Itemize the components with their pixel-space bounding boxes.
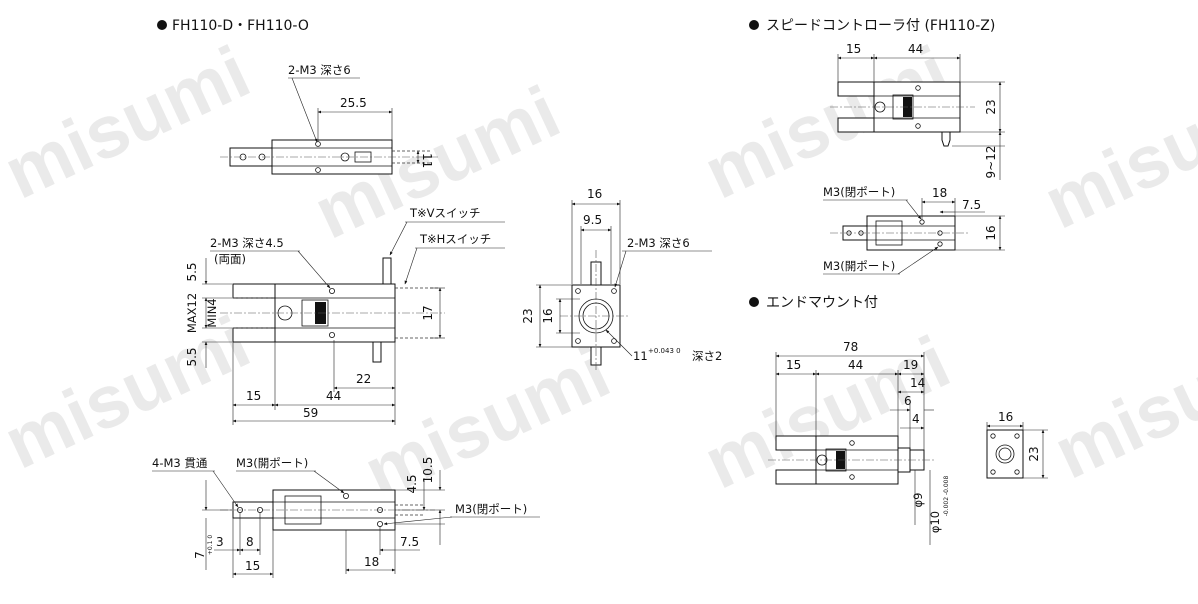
- end-view-section: 16 9.5 23 16 2-M3 深さ6 11 +0.043 0 深さ2: [521, 187, 722, 372]
- label-bore-tol: +0.043 0: [648, 347, 681, 355]
- watermark-text: misumi: [0, 30, 262, 215]
- dim-18: 18: [364, 555, 379, 569]
- endmount-section: エンドマウント付 78 15 44 19 14 6 4: [749, 295, 1048, 545]
- endmount-end-view: [986, 429, 1024, 479]
- dim-11: 11: [420, 153, 434, 168]
- dim-15: 15: [246, 389, 261, 403]
- lower-jaw: [232, 327, 276, 343]
- watermark-text: misumi: [0, 300, 262, 485]
- dim-44: 44: [326, 389, 341, 403]
- label-tap-side: 2-M3 深さ4.5: [210, 236, 284, 250]
- dim-speed-15: 15: [846, 42, 861, 56]
- dim-59: 59: [303, 406, 318, 420]
- bullet-icon: [157, 20, 167, 30]
- label-bore-depth: 深さ2: [692, 349, 722, 363]
- dim-em-14: 14: [910, 376, 925, 390]
- speed-controller-section: スピードコントローラ付 (FH110-Z) 15 44 23 9~12: [749, 18, 1005, 275]
- label-port-open-1: M3(開ポート): [236, 456, 308, 470]
- dim-5-5-bottom: 5.5: [185, 347, 199, 366]
- dim-17: 17: [421, 305, 435, 320]
- label-phi10: φ10: [928, 511, 942, 533]
- front-view: T※Vスイッチ T※Hスイッチ 2-M3 深さ4.5 (両面) 5.5 5.5 …: [185, 206, 505, 425]
- dim-5-5-top: 5.5: [185, 262, 199, 281]
- label-speed-port-open: M3(開ポート): [823, 259, 895, 273]
- label-switch-v: T※Vスイッチ: [409, 206, 481, 220]
- dim-speed-18: 18: [932, 186, 947, 200]
- label-switch-h: T※Hスイッチ: [419, 232, 491, 246]
- dim-25-5: 25.5: [340, 96, 367, 110]
- dim-15-bottom: 15: [245, 559, 260, 573]
- watermark-text: misumi: [352, 330, 622, 515]
- watermark-text: misumi: [1032, 60, 1198, 245]
- label-7-tol: +0.1 0: [207, 535, 214, 555]
- bullet-icon: [749, 20, 759, 30]
- label-min4: MIN4: [205, 298, 219, 327]
- main-section: FH110-D・FH110-O 25.5 11 2-M3 深さ: [157, 18, 505, 425]
- dim-end-23: 23: [521, 308, 535, 323]
- upper-jaw: [232, 283, 276, 299]
- dim-em-4: 4: [912, 412, 920, 426]
- label-both-sides: (両面): [214, 252, 246, 266]
- dim-em-6: 6: [904, 394, 912, 408]
- dim-speed-44: 44: [908, 42, 923, 56]
- label-through: 4-M3 貫通: [152, 456, 208, 470]
- dim-speed-23: 23: [984, 99, 998, 114]
- dim-7: 7: [193, 551, 207, 559]
- label-port-closed-1: M3(閉ポート): [455, 502, 527, 516]
- section-title-main: FH110-D・FH110-O: [172, 18, 309, 34]
- section-title-speed: スピードコントローラ付 (FH110-Z): [766, 18, 995, 34]
- dim-end-9-5: 9.5: [583, 213, 602, 227]
- dim-speed-7-5: 7.5: [962, 198, 981, 212]
- dim-10-5: 10.5: [421, 457, 435, 484]
- dim-em-19: 19: [903, 358, 918, 372]
- label-phi9: φ9: [911, 493, 925, 508]
- dim-em-44: 44: [848, 358, 863, 372]
- dim-end-16w: 16: [587, 187, 602, 201]
- dim-22: 22: [356, 372, 371, 386]
- label-tap-top: 2-M3 深さ6: [288, 63, 351, 77]
- dim-speed-16: 16: [984, 225, 998, 240]
- bullet-icon: [749, 297, 759, 307]
- label-bore: 11: [633, 349, 648, 363]
- label-speed-port-closed: M3(閉ポート): [823, 185, 895, 199]
- dim-em-78: 78: [843, 340, 858, 354]
- label-end-tap: 2-M3 深さ6: [627, 236, 690, 250]
- top-view: 25.5 11 2-M3 深さ6: [220, 63, 440, 175]
- dim-8: 8: [246, 535, 254, 549]
- dim-em-23: 23: [1027, 446, 1041, 461]
- bottom-view-section: 4-M3 貫通 M3(開ポート) M3(閉ポート) 10.5 4.5 7 +0.…: [152, 456, 540, 578]
- dim-4-5: 4.5: [405, 474, 419, 493]
- section-title-endmount: エンドマウント付: [766, 295, 878, 311]
- dim-7-5: 7.5: [400, 535, 419, 549]
- dim-end-16h: 16: [541, 308, 555, 323]
- label-phi10-tol: -0.002 -0.008: [943, 476, 950, 517]
- watermark-text: misumi: [1042, 310, 1198, 495]
- dim-em-15: 15: [786, 358, 801, 372]
- dim-em-16: 16: [998, 410, 1013, 424]
- label-max12: MAX12: [185, 293, 199, 333]
- dim-speed-9-12: 9~12: [984, 146, 998, 179]
- dim-3: 3: [216, 535, 224, 549]
